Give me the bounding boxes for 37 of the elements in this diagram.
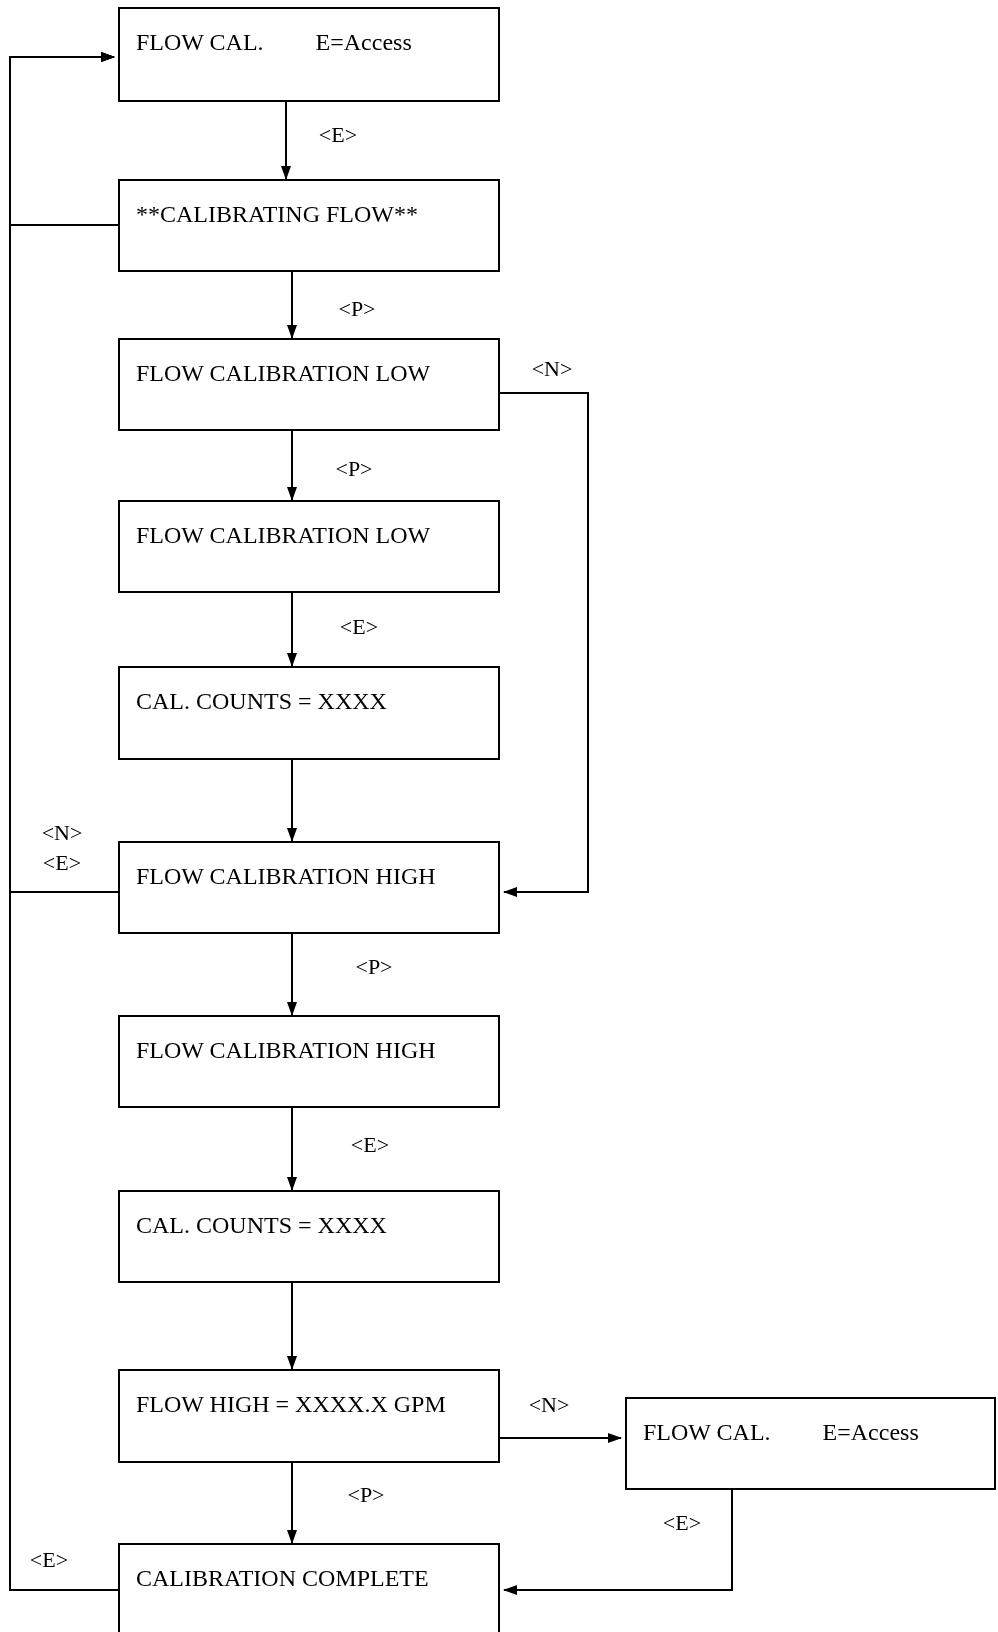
arrow <box>499 1433 622 1443</box>
display-box <box>118 500 500 593</box>
display-text: FLOW CALIBRATION LOW <box>136 359 431 388</box>
display-box <box>118 841 500 934</box>
display-box <box>118 666 500 760</box>
display-text: E=Access <box>822 1418 919 1447</box>
display-text: FLOW CAL. <box>643 1418 771 1447</box>
arrow <box>503 1489 733 1595</box>
display-text: FLOW CALIBRATION LOW <box>136 521 431 550</box>
display-text: **CALIBRATING FLOW** <box>136 200 418 229</box>
arrow <box>287 271 297 339</box>
arrow <box>281 101 291 180</box>
display-box <box>118 1190 500 1283</box>
display-box <box>118 179 500 272</box>
arrow <box>287 430 297 501</box>
display-text: FLOW CALIBRATION HIGH <box>136 862 436 891</box>
display-box <box>118 1369 500 1463</box>
display-text: FLOW HIGH = XXXX.X GPM <box>136 1390 446 1419</box>
display-text: FLOW CAL. <box>136 28 264 57</box>
arrow <box>499 392 589 897</box>
arrow <box>287 1282 297 1370</box>
arrow <box>287 1462 297 1544</box>
display-box <box>118 1543 500 1632</box>
display-box <box>118 1015 500 1108</box>
display-text: CAL. COUNTS = XXXX <box>136 687 387 716</box>
arrow <box>287 933 297 1016</box>
arrow <box>287 759 297 842</box>
display-text: FLOW CALIBRATION HIGH <box>136 1036 436 1065</box>
display-text: CAL. COUNTS = XXXX <box>136 1211 387 1240</box>
arrow <box>9 52 119 1591</box>
arrow <box>287 592 297 667</box>
display-text: CALIBRATION COMPLETE <box>136 1564 429 1593</box>
display-text: E=Access <box>315 28 412 57</box>
display-box <box>118 338 500 431</box>
arrow <box>287 1107 297 1191</box>
display-box <box>625 1397 996 1490</box>
display-box <box>118 7 500 102</box>
